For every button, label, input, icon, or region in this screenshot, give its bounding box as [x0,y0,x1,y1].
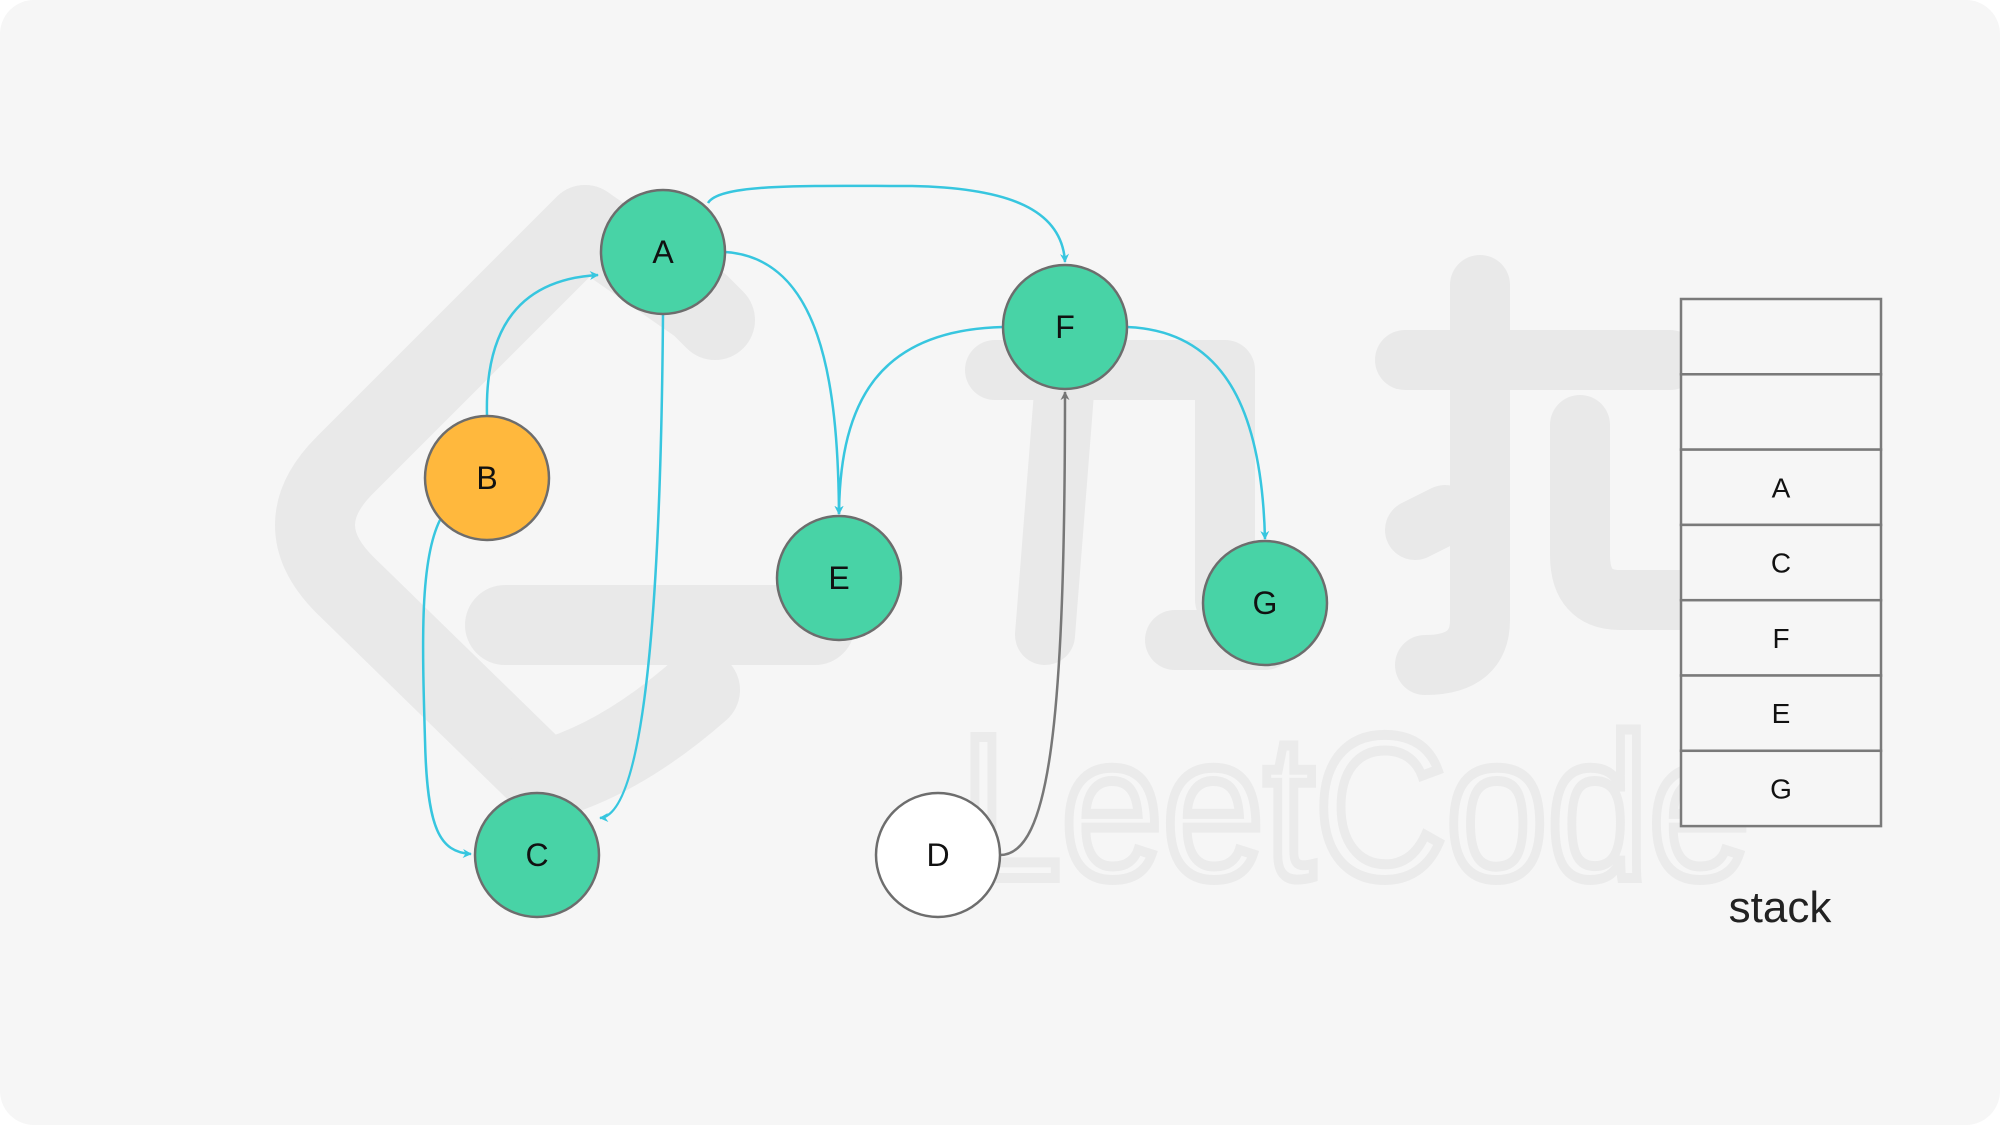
stack-slot-0 [1679,297,1883,376]
edge-d-to-f [999,391,1070,857]
stack-slot-box [1679,674,1883,753]
node-c-circle [473,791,601,919]
stack-slot-3: C [1679,523,1883,602]
stack-slot-label: G [1770,773,1792,804]
edge-b-to-c [421,519,472,858]
node-d: D [874,791,1002,919]
stack-slot-2: A [1679,448,1883,527]
node-a: A [599,188,727,316]
watermark-logo: LeetCode [275,185,1755,927]
stack-slot-label: F [1772,623,1789,654]
node-b-circle [423,414,551,542]
node-c-label: C [525,837,548,873]
stack-slot-5: E [1679,674,1883,753]
node-f-circle [1001,263,1129,391]
node-f: F [1001,263,1129,391]
node-g: G [1201,539,1329,667]
node-g-circle [1201,539,1329,667]
node-e-circle [775,514,903,642]
node-c: C [473,791,601,919]
stack-slot-4: F [1679,598,1883,677]
edge-a-to-c [599,313,665,822]
stack-slot-box [1679,448,1883,527]
stack-slot-1 [1679,373,1883,451]
node-b-label: B [476,460,497,496]
stack-title: stack [1729,883,1833,932]
edges-layer [421,184,1270,858]
stack-slot-label: C [1771,548,1791,579]
node-a-label: A [652,234,674,270]
node-e: E [775,514,903,642]
stack-slot-box [1679,523,1883,602]
node-d-circle [874,791,1002,919]
node-e-label: E [828,560,849,596]
edge-f-to-g [1126,325,1270,540]
stack-slot-box [1679,373,1883,451]
stack-slot-6: G [1679,749,1883,828]
node-f-label: F [1055,309,1075,345]
node-a-circle [599,188,727,316]
edge-a-to-f [706,184,1070,263]
edge-f-to-e [834,325,1004,515]
nodes-layer: A B C D E F G [423,188,1329,919]
stack: A C F E G stack [1679,297,1883,932]
node-d-label: D [926,837,949,873]
node-g-label: G [1253,585,1278,621]
watermark-text: LeetCode [960,693,1750,922]
stack-slots: A C F E G [1679,297,1883,828]
stack-slot-box [1679,598,1883,677]
stack-slot-box [1679,749,1883,828]
edge-a-to-e [724,250,844,515]
stack-slot-box [1679,297,1883,376]
node-b: B [423,414,551,542]
edge-b-to-a [485,270,599,417]
stack-slot-label: E [1772,698,1791,729]
stack-slot-label: A [1772,472,1791,503]
